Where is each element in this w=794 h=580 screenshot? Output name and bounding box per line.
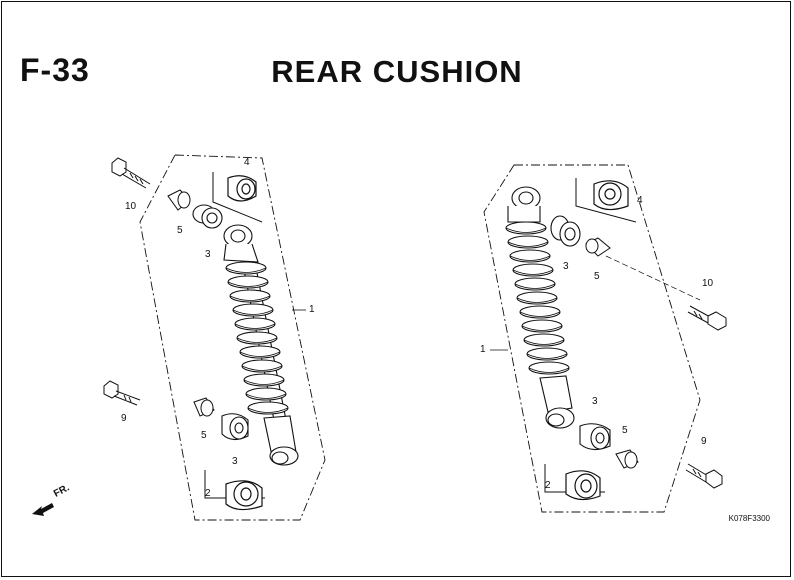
left-collar-5-bottom [193,397,215,417]
right-assembly [483,164,727,513]
left-bush-3-top [192,204,223,229]
right-group-boundary [483,164,701,513]
page-title: REAR CUSHION [271,54,523,89]
left-assembly [103,154,326,521]
left-bush-2 [225,480,263,511]
callout-right-1: 1 [480,344,486,355]
right-collar-5-bottom [615,449,639,469]
callout-right-5-top: 5 [594,271,600,282]
left-collar-5-top [167,189,191,211]
right-collar-5-top [585,237,611,257]
drawing-code: K078F3300 [728,514,770,523]
callout-right-3-top: 3 [563,261,569,272]
left-bush-4 [227,175,257,202]
callout-right-5-bottom: 5 [622,425,628,436]
callout-left-3-top: 3 [205,249,211,260]
callout-left-3-bottom: 3 [232,456,238,467]
callout-left-2: 2 [205,488,211,499]
right-shock-absorber [505,186,575,429]
callout-right-10: 10 [702,278,714,289]
right-bush-3-top [550,215,581,247]
right-bush-2 [565,470,601,501]
callout-left-9: 9 [121,413,127,424]
left-bush-3-bottom [221,413,249,441]
left-bolt-9 [103,380,141,406]
section-code: F-33 [20,52,90,88]
right-bush-4 [593,180,629,211]
callout-left-10: 10 [125,201,137,212]
left-group-boundary [139,154,326,521]
left-shock-absorber [223,224,299,466]
right-bolt-10 [605,255,727,331]
callout-left-1: 1 [309,304,315,315]
callout-left-4: 4 [244,157,250,168]
left-bolt-10 [111,157,151,189]
right-bush-3-bottom [579,423,611,451]
front-direction-arrow-icon [32,503,54,516]
callout-right-3-bottom: 3 [592,396,598,407]
callout-right-4: 4 [637,195,643,206]
callout-right-9: 9 [701,436,707,447]
callout-left-5-top: 5 [177,225,183,236]
callout-right-2: 2 [545,480,551,491]
callout-left-5-bottom: 5 [201,430,207,441]
right-bolt-9 [685,463,723,489]
